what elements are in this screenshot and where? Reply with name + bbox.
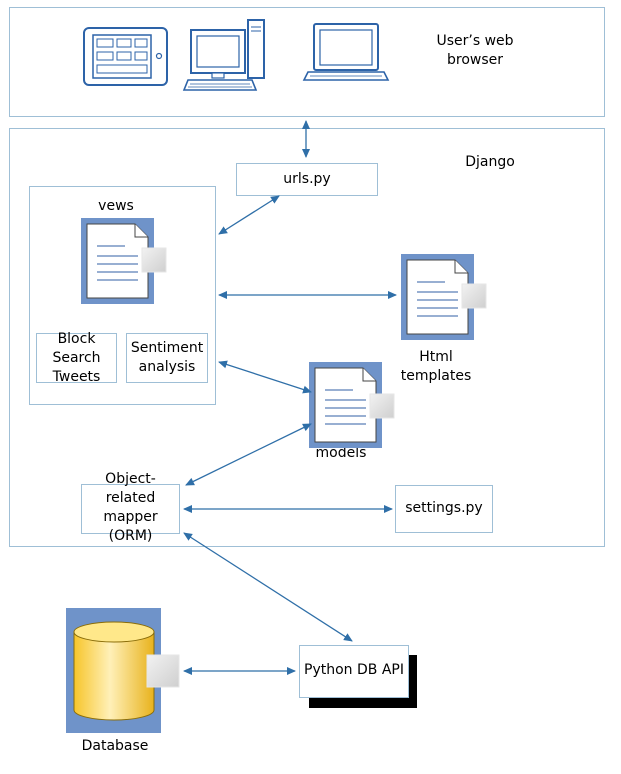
urls-box [236,163,378,196]
desktop-computer-icon [182,19,265,91]
arrow-views-models [218,360,312,394]
connector-arrows [183,120,397,675]
views-label: vews [98,198,134,214]
document-icon [401,254,487,340]
arrow-orm-dbapi [183,532,353,642]
settings-label: settings.py [405,500,483,516]
block-search-tweets-label: Block Search Tweets [52,331,101,385]
db-api-label: Python DB API [304,662,404,678]
django-label: Django [465,154,515,170]
tablet-icon [83,27,168,86]
arrow-urls-views [218,195,280,235]
orm-box [81,484,180,534]
database-cylinder-icon [66,608,180,733]
document-icon [81,218,167,304]
db-api-box [299,645,409,698]
arrow-models-orm [185,423,312,486]
sentiment-analysis-label: Sentiment analysis [130,340,204,375]
urls-label: urls.py [283,171,331,187]
document-icon [309,362,395,448]
settings-box [395,485,493,533]
block-search-tweets-box [36,333,117,383]
models-label: models [315,445,367,461]
sentiment-analysis-box [126,333,208,383]
laptop-icon [302,23,390,81]
browser-label: User’s web browser [436,33,514,68]
templates-label: Html templates [400,349,472,384]
database-label: Database [81,738,149,754]
orm-label: Object- related mapper (ORM) [103,471,158,544]
